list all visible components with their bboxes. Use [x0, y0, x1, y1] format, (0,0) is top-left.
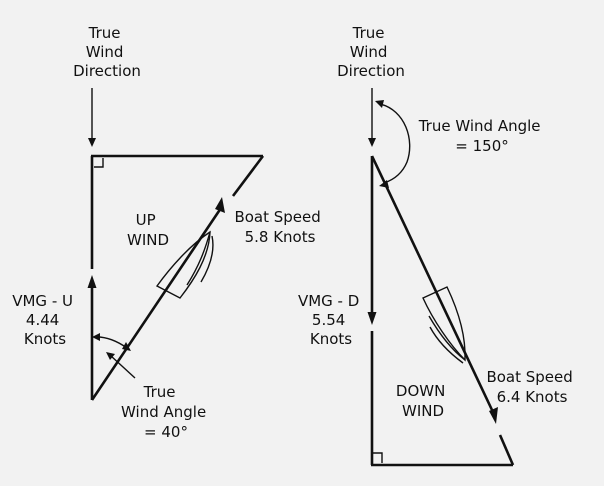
- upwind-twa-arc-head-a: [92, 333, 100, 341]
- downwind-twd-line-1: True: [352, 24, 385, 42]
- upwind-twd-line-2: Wind: [86, 43, 124, 61]
- upwind-vmg-value: 4.44: [26, 311, 59, 329]
- upwind-twa-arc-head-b: [122, 342, 131, 351]
- downwind-twa-line-1: True Wind Angle: [418, 117, 541, 135]
- downwind-boat-speed-value: 6.4 Knots: [497, 388, 568, 406]
- downwind-twa-value: = 150°: [455, 137, 508, 155]
- upwind-region-line-2: WIND: [127, 231, 169, 249]
- downwind-true-wind-direction-label: True Wind Direction: [337, 24, 405, 80]
- upwind-boat-speed-line-1: Boat Speed: [234, 208, 320, 226]
- downwind-right-angle-marker: [373, 452, 383, 463]
- downwind-twd-line-2: Wind: [350, 43, 388, 61]
- upwind-region-label: UP WIND: [127, 211, 169, 249]
- upwind-diagram: True Wind Direction: [12, 24, 325, 441]
- downwind-region-line-1: DOWN: [396, 382, 445, 400]
- upwind-wind-arrowhead: [88, 138, 96, 147]
- upwind-twa-value: = 40°: [144, 423, 188, 441]
- upwind-region-line-1: UP: [136, 211, 156, 229]
- upwind-vmg-title: VMG - U: [12, 292, 73, 310]
- downwind-boat-speed-vector: [370, 155, 494, 411]
- upwind-twd-line-3: Direction: [73, 62, 141, 80]
- upwind-boat-icon: [155, 230, 214, 299]
- upwind-boat-speed-value: 5.8 Knots: [245, 228, 316, 246]
- upwind-vmg-label: VMG - U 4.44 Knots: [12, 292, 78, 348]
- downwind-vmg-unit: Knots: [310, 330, 352, 348]
- downwind-diagram: True Wind Direction True Wind: [298, 24, 577, 467]
- downwind-boat-speed-label: Boat Speed 6.4 Knots: [486, 368, 577, 406]
- upwind-twa-arc: [96, 336, 128, 349]
- downwind-twa-label: True Wind Angle = 150°: [418, 117, 546, 155]
- upwind-twa-line-2: Wind Angle: [121, 403, 206, 421]
- upwind-true-wind-direction-label: True Wind Direction: [73, 24, 141, 80]
- downwind-region-line-2: WIND: [402, 402, 444, 420]
- upwind-twa-line-1: True: [143, 383, 176, 401]
- upwind-vmg-unit: Knots: [24, 330, 66, 348]
- upwind-twa-pointer-head: [106, 352, 115, 360]
- upwind-twd-line-1: True: [88, 24, 121, 42]
- downwind-twa-arc: [379, 103, 411, 184]
- downwind-hypotenuse-lower: [498, 434, 515, 466]
- downwind-boat-speed-line-1: Boat Speed: [486, 368, 572, 386]
- downwind-vmg-arrowhead: [367, 312, 377, 325]
- upwind-twa-label: True Wind Angle = 40°: [121, 383, 211, 441]
- downwind-boat-icon: [422, 286, 466, 364]
- downwind-vmg-label: VMG - D 5.54 Knots: [298, 292, 364, 348]
- downwind-twd-line-3: Direction: [337, 62, 405, 80]
- upwind-boat-speed-label: Boat Speed 5.8 Knots: [234, 208, 325, 246]
- downwind-wind-arrowhead: [368, 138, 376, 147]
- upwind-right-angle-marker: [94, 158, 104, 168]
- upwind-boat-speed-arrowhead: [215, 197, 225, 213]
- downwind-region-label: DOWN WIND: [396, 382, 450, 420]
- upwind-hypotenuse-upper: [231, 155, 265, 197]
- upwind-twa-pointer: [110, 355, 136, 379]
- downwind-vmg-value: 5.54: [312, 311, 345, 329]
- downwind-twa-arc-head-a: [375, 100, 384, 108]
- upwind-vmg-arrowhead: [87, 275, 97, 288]
- downwind-boat-speed-arrowhead: [489, 407, 498, 424]
- downwind-vmg-title: VMG - D: [298, 292, 359, 310]
